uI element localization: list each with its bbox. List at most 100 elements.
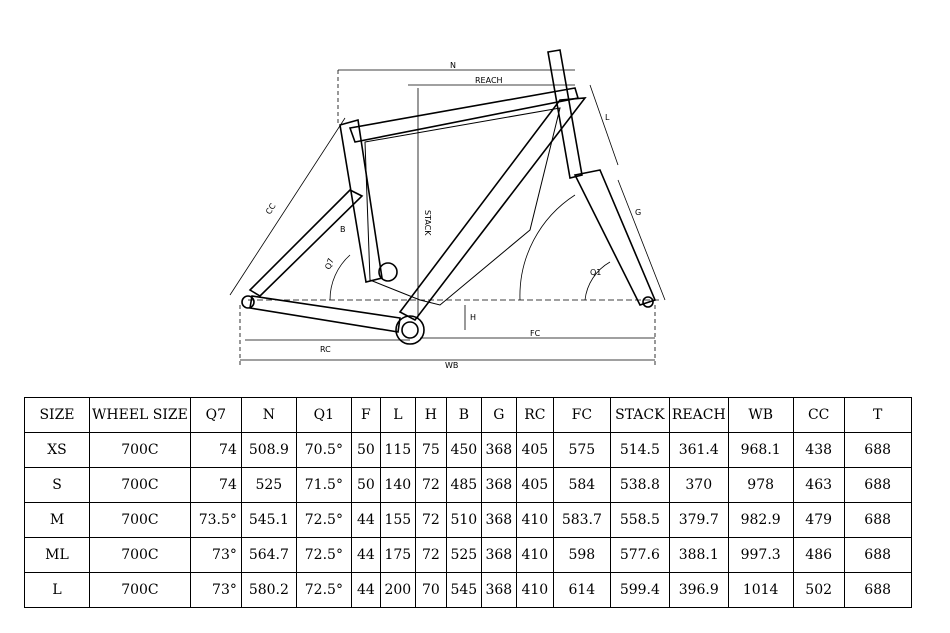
label-wb: WB <box>445 361 458 370</box>
cell-stack: 538.8 <box>609 467 670 503</box>
cell-n: 508.9 <box>240 432 297 468</box>
cell-q1: 70.5° <box>295 432 352 468</box>
cell-stack: 577.6 <box>609 537 670 573</box>
cell-n: 525 <box>240 467 297 503</box>
cell-rc: 410 <box>515 572 554 608</box>
frame-tubes <box>241 49 657 345</box>
cell-wb: 978 <box>727 467 794 503</box>
header-stack: STACK <box>609 397 670 433</box>
label-q1: Q1 <box>590 268 601 277</box>
header-q7: Q7 <box>189 397 242 433</box>
cell-h: 72 <box>414 467 447 503</box>
header-f: F <box>350 397 381 433</box>
header-h: H <box>414 397 447 433</box>
header-g: G <box>480 397 517 433</box>
header-wb: WB <box>727 397 794 433</box>
cell-l: 175 <box>379 537 416 573</box>
cell-stack: 514.5 <box>609 432 670 468</box>
cell-h: 72 <box>414 502 447 538</box>
cell-wb: 982.9 <box>727 502 794 538</box>
cell-wheel-size: 700C <box>89 537 191 573</box>
cell-l: 155 <box>379 502 416 538</box>
table-header-row: SIZE WHEEL SIZE Q7 N Q1 F L H B G RC FC … <box>24 397 912 433</box>
header-wheel-size: WHEEL SIZE <box>89 397 191 433</box>
header-q1: Q1 <box>295 397 352 433</box>
cell-wb: 968.1 <box>727 432 794 468</box>
cell-size: ML <box>24 537 90 573</box>
cell-fc: 575 <box>552 432 611 468</box>
cell-reach: 396.9 <box>668 572 729 608</box>
cell-q7: 73° <box>189 572 242 608</box>
cell-reach: 361.4 <box>668 432 729 468</box>
label-n: N <box>450 61 456 70</box>
geometry-table: SIZE WHEEL SIZE Q7 N Q1 F L H B G RC FC … <box>24 397 912 608</box>
cell-wb: 997.3 <box>727 537 794 573</box>
label-h: H <box>470 313 476 322</box>
cell-stack: 558.5 <box>609 502 670 538</box>
cell-wheel-size: 700C <box>89 502 191 538</box>
cell-n: 545.1 <box>240 502 297 538</box>
cell-g: 368 <box>480 467 517 503</box>
cell-fc: 584 <box>552 467 611 503</box>
label-b: B <box>340 225 346 234</box>
label-reach: REACH <box>475 76 503 85</box>
cell-stack: 599.4 <box>609 572 670 608</box>
label-stack: STACK <box>423 210 432 236</box>
cell-reach: 370 <box>668 467 729 503</box>
cell-t: 688 <box>843 537 912 573</box>
cell-wheel-size: 700C <box>89 432 191 468</box>
cell-b: 450 <box>445 432 482 468</box>
header-n: N <box>240 397 297 433</box>
cell-fc: 583.7 <box>552 502 611 538</box>
header-l: L <box>379 397 416 433</box>
cell-b: 525 <box>445 537 482 573</box>
header-cc: CC <box>792 397 845 433</box>
cell-rc: 405 <box>515 467 554 503</box>
label-q7: Q7 <box>323 257 335 271</box>
cell-cc: 479 <box>792 502 845 538</box>
cell-f: 44 <box>350 502 381 538</box>
cell-f: 44 <box>350 572 381 608</box>
cell-size: XS <box>24 432 90 468</box>
cell-t: 688 <box>843 572 912 608</box>
cell-n: 580.2 <box>240 572 297 608</box>
header-t: T <box>843 397 912 433</box>
cell-q7: 73° <box>189 537 242 573</box>
cell-rc: 405 <box>515 432 554 468</box>
label-l: L <box>605 113 610 122</box>
cell-h: 72 <box>414 537 447 573</box>
cell-reach: 388.1 <box>668 537 729 573</box>
cell-rc: 410 <box>515 502 554 538</box>
cell-h: 75 <box>414 432 447 468</box>
cell-f: 44 <box>350 537 381 573</box>
cell-q7: 74 <box>189 432 242 468</box>
cell-fc: 614 <box>552 572 611 608</box>
cell-q7: 74 <box>189 467 242 503</box>
cell-rc: 410 <box>515 537 554 573</box>
cell-l: 115 <box>379 432 416 468</box>
cell-t: 688 <box>843 467 912 503</box>
label-g: G <box>635 208 641 217</box>
header-fc: FC <box>552 397 611 433</box>
cell-q1: 72.5° <box>295 502 352 538</box>
cell-q1: 72.5° <box>295 572 352 608</box>
cell-q7: 73.5° <box>189 502 242 538</box>
cell-t: 688 <box>843 432 912 468</box>
bike-frame-diagram: N REACH STACK L G CC B Q7 Q1 H FC RC WB <box>229 49 666 370</box>
cell-fc: 598 <box>552 537 611 573</box>
cell-cc: 486 <box>792 537 845 573</box>
dimension-lines <box>229 69 666 365</box>
label-cc: CC <box>264 201 278 216</box>
cell-t: 688 <box>843 502 912 538</box>
cell-reach: 379.7 <box>668 502 729 538</box>
cell-b: 510 <box>445 502 482 538</box>
cell-f: 50 <box>350 432 381 468</box>
cell-size: L <box>24 572 90 608</box>
cell-wheel-size: 700C <box>89 467 191 503</box>
header-b: B <box>445 397 482 433</box>
cell-b: 485 <box>445 467 482 503</box>
cell-size: M <box>24 502 90 538</box>
